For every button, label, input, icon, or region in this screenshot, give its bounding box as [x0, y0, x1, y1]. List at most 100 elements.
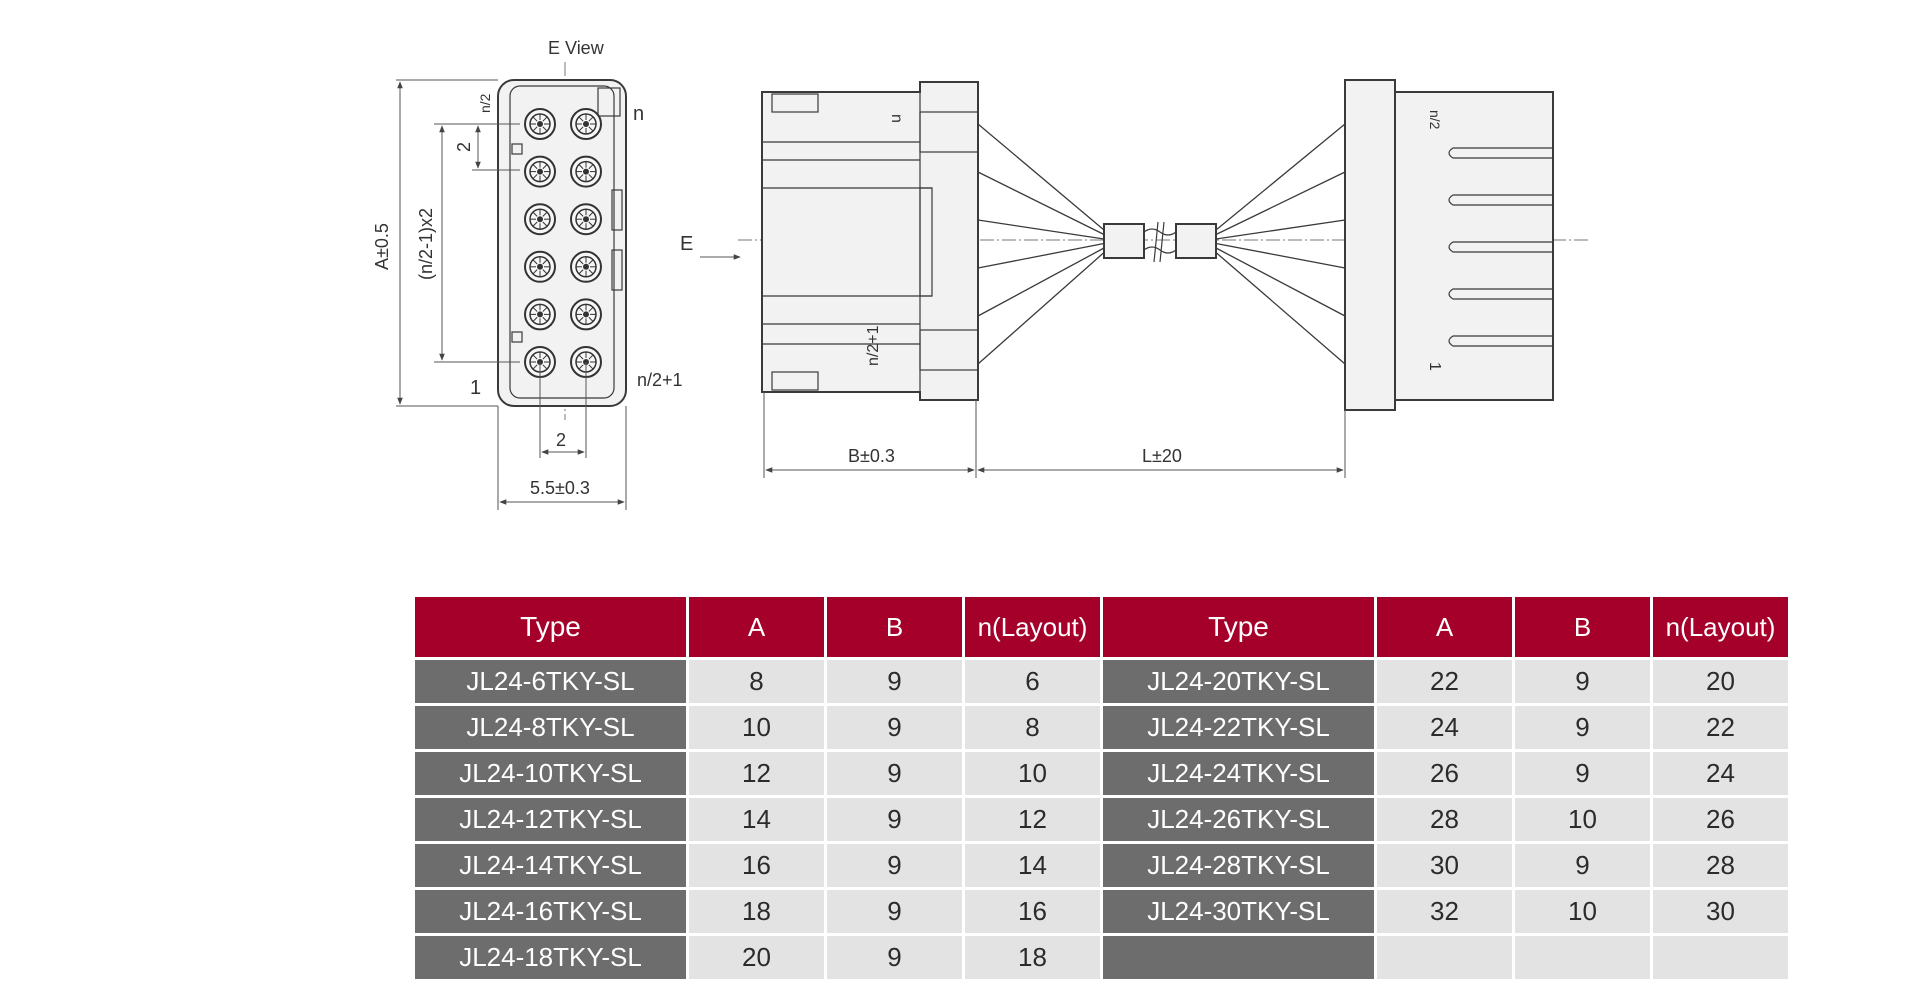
- b-cell: 9: [827, 660, 962, 703]
- header-b-2: B: [1515, 597, 1650, 657]
- a-cell: [1377, 936, 1512, 979]
- wire: [977, 171, 1105, 236]
- b-cell: 10: [1515, 798, 1650, 841]
- a-cell: 12: [689, 752, 824, 795]
- header-b: B: [827, 597, 962, 657]
- n-cell: 16: [965, 890, 1100, 933]
- b-cell: 9: [827, 844, 962, 887]
- table-row: JL24-16TKY-SL 18 9 16 JL24-30TKY-SL 32 1…: [415, 890, 1788, 933]
- table-row: JL24-10TKY-SL 12 9 10 JL24-24TKY-SL 26 9…: [415, 752, 1788, 795]
- header-a-2: A: [1377, 597, 1512, 657]
- wire: [1215, 252, 1346, 365]
- contact-slot: [1448, 241, 1553, 253]
- contact-slot: [1448, 147, 1553, 159]
- b-cell: 9: [827, 890, 962, 933]
- b-cell: 9: [1515, 660, 1650, 703]
- wire: [977, 242, 1105, 269]
- contact-pin: [570, 250, 602, 283]
- side-pin-label-n-half-plus-one: n/2+1: [865, 325, 882, 366]
- a-cell: 16: [689, 844, 824, 887]
- a-cell: 32: [1377, 890, 1512, 933]
- right-pin-label-one: 1: [1426, 362, 1443, 371]
- type-cell: JL24-12TKY-SL: [415, 798, 686, 841]
- a-cell: 18: [689, 890, 824, 933]
- table-row: JL24-8TKY-SL 10 9 8 JL24-22TKY-SL 24 9 2…: [415, 706, 1788, 749]
- pin-label-n-half-plus-one: n/2+1: [637, 370, 683, 390]
- n-cell: 18: [965, 936, 1100, 979]
- contact-slot: [1448, 288, 1553, 300]
- dim-a: A±0.5: [372, 223, 392, 270]
- n-cell: 6: [965, 660, 1100, 703]
- contact-pin: [524, 298, 556, 331]
- a-cell: 14: [689, 798, 824, 841]
- a-cell: 22: [1377, 660, 1512, 703]
- a-cell: 30: [1377, 844, 1512, 887]
- type-cell: JL24-24TKY-SL: [1103, 752, 1374, 795]
- contact-pin: [524, 108, 556, 140]
- table-row: JL24-12TKY-SL 14 9 12 JL24-26TKY-SL 28 1…: [415, 798, 1788, 841]
- n-cell: 24: [1653, 752, 1788, 795]
- e-view-drawing: E View n/2 n 1 n/2+1 A±0.5 (n/2-1)x2 2: [372, 38, 683, 510]
- a-cell: 10: [689, 706, 824, 749]
- contact-pin: [570, 203, 602, 236]
- dim-l: L±20: [1142, 446, 1182, 466]
- header-type: Type: [415, 597, 686, 657]
- table-row: JL24-6TKY-SL 8 9 6 JL24-20TKY-SL 22 9 20: [415, 660, 1788, 703]
- wire: [1215, 242, 1346, 269]
- side-pin-label-n: n: [888, 114, 905, 123]
- contact-pin: [524, 250, 556, 283]
- n-cell: 14: [965, 844, 1100, 887]
- header-n-layout-2: n(Layout): [1653, 597, 1788, 657]
- header-n-layout: n(Layout): [965, 597, 1100, 657]
- type-cell: JL24-6TKY-SL: [415, 660, 686, 703]
- wire: [977, 252, 1105, 365]
- type-cell: JL24-28TKY-SL: [1103, 844, 1374, 887]
- table-row: JL24-18TKY-SL 20 9 18: [415, 936, 1788, 979]
- b-cell: 9: [1515, 844, 1650, 887]
- dim-pitch-vertical: 2: [454, 142, 474, 152]
- e-arrow-label: E: [680, 233, 693, 255]
- contact-pin: [570, 108, 602, 140]
- type-cell: JL24-20TKY-SL: [1103, 660, 1374, 703]
- dim-pitch-horizontal: 2: [556, 430, 566, 450]
- dim-n-pitch: (n/2-1)x2: [416, 208, 436, 280]
- wire: [1215, 171, 1346, 236]
- type-cell: JL24-8TKY-SL: [415, 706, 686, 749]
- type-cell: JL24-22TKY-SL: [1103, 706, 1374, 749]
- n-cell: [1653, 936, 1788, 979]
- b-cell: 9: [827, 798, 962, 841]
- pin-label-n-half: n/2: [477, 93, 493, 113]
- contact-slot: [1448, 335, 1553, 347]
- header-a: A: [689, 597, 824, 657]
- contact-slots: [1448, 147, 1553, 347]
- a-cell: 28: [1377, 798, 1512, 841]
- specification-table: Type A B n(Layout) Type A B n(Layout) JL…: [412, 594, 1791, 982]
- wire-bundle-left: [977, 123, 1105, 365]
- type-cell: JL24-26TKY-SL: [1103, 798, 1374, 841]
- contact-slot: [1448, 194, 1553, 206]
- b-cell: 9: [827, 752, 962, 795]
- n-cell: 20: [1653, 660, 1788, 703]
- wire-bundle-right: [1215, 123, 1346, 365]
- n-cell: 26: [1653, 798, 1788, 841]
- a-cell: 8: [689, 660, 824, 703]
- contact-pin: [524, 203, 556, 236]
- b-cell: [1515, 936, 1650, 979]
- type-cell: [1103, 936, 1374, 979]
- b-cell: 9: [827, 706, 962, 749]
- n-cell: 12: [965, 798, 1100, 841]
- e-view-label: E View: [548, 38, 605, 58]
- type-cell: JL24-16TKY-SL: [415, 890, 686, 933]
- side-view-drawing: E n n/2+1 n/2 1: [680, 79, 1590, 478]
- pin-grid: [524, 108, 602, 378]
- type-cell: JL24-10TKY-SL: [415, 752, 686, 795]
- header-type-2: Type: [1103, 597, 1374, 657]
- n-cell: 30: [1653, 890, 1788, 933]
- type-cell: JL24-14TKY-SL: [415, 844, 686, 887]
- type-cell: JL24-30TKY-SL: [1103, 890, 1374, 933]
- a-cell: 20: [689, 936, 824, 979]
- pin-label-n: n: [633, 103, 644, 125]
- table-header-row: Type A B n(Layout) Type A B n(Layout): [415, 597, 1788, 657]
- n-cell: 28: [1653, 844, 1788, 887]
- type-cell: JL24-18TKY-SL: [415, 936, 686, 979]
